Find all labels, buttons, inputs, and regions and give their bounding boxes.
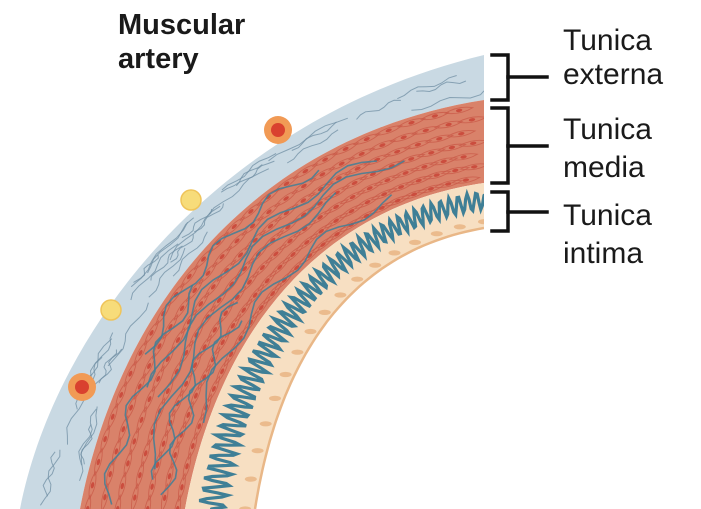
endothelial-cell: [409, 240, 421, 245]
endothelial-cell: [280, 372, 292, 377]
endothelial-cell: [351, 277, 363, 282]
endothelial-cell: [252, 448, 264, 453]
bracket-intima: [492, 192, 547, 231]
orange-cell: [68, 373, 96, 401]
endothelial-cell: [269, 396, 281, 401]
endothelial-cell: [319, 310, 331, 315]
yellow-cell: [101, 300, 121, 320]
label-tunica-intima-line-2: intima: [563, 237, 643, 271]
yellow-cell: [181, 190, 201, 210]
label-tunica-media-line-2: media: [563, 151, 645, 185]
endothelial-cell: [389, 250, 401, 255]
diagram-title-line-2: artery: [118, 42, 199, 76]
label-tunica-intima-line-1: Tunica: [563, 199, 652, 233]
bracket-media: [492, 108, 547, 183]
endothelial-cell: [454, 224, 466, 229]
endothelial-cell: [291, 350, 303, 355]
diagram-title-line-1: Muscular: [118, 8, 245, 42]
endothelial-cell: [245, 477, 257, 482]
endothelial-cell: [431, 231, 443, 236]
endothelial-cell: [260, 421, 272, 426]
label-tunica-media-line-1: Tunica: [563, 113, 652, 147]
endothelial-cell: [305, 329, 317, 334]
bracket-externa: [492, 55, 547, 100]
endothelial-cell: [369, 263, 381, 268]
label-tunica-externa-line-2: externa: [563, 58, 663, 92]
orange-cell: [264, 116, 292, 144]
label-tunica-externa-line-1: Tunica: [563, 24, 652, 58]
endothelial-cell: [478, 219, 490, 224]
endothelial-cell: [334, 292, 346, 297]
